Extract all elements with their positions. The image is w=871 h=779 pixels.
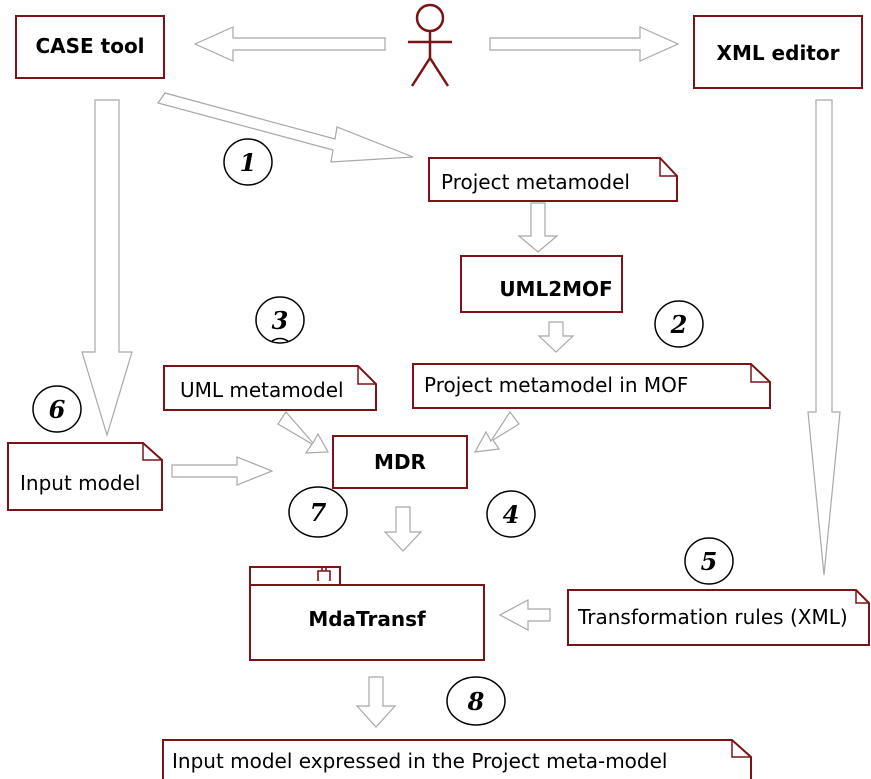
step-5-label: 5 — [701, 547, 718, 576]
uml2mof-box: UML2MOF — [460, 255, 623, 313]
actor-icon — [408, 3, 452, 87]
arrow-xml-editor-to-rules — [807, 99, 841, 576]
mdr-label: MDR — [374, 450, 426, 474]
project-metamodel-label: Project metamodel — [441, 170, 630, 194]
uml-metamodel-label: UML metamodel — [180, 378, 344, 402]
mdr-box: MDR — [332, 435, 468, 489]
step-8: 8 — [446, 676, 506, 726]
project-metamodel-mof-label: Project metamodel in MOF — [424, 373, 688, 397]
arrow-actor-to-xml-editor — [489, 26, 680, 62]
step-1: 1 — [223, 138, 273, 186]
project-metamodel-note: Project metamodel — [428, 157, 678, 202]
uml2mof-label: UML2MOF — [499, 277, 612, 301]
arrow-project-metamodel-to-uml2mof — [517, 202, 559, 253]
step-2-label: 2 — [670, 310, 688, 339]
arrow-case-tool-to-project-metamodel — [157, 92, 414, 163]
step-5: 5 — [684, 537, 734, 585]
transformation-rules-note: Transformation rules (XML) — [567, 589, 870, 646]
arrow-input-model-to-mdr — [171, 456, 274, 486]
xml-editor-box: XML editor — [693, 15, 863, 89]
arrow-mdatransf-to-output — [355, 676, 397, 728]
uml-metamodel-note: UML metamodel — [163, 365, 377, 411]
arrow-rules-to-mdatransf — [498, 598, 551, 632]
arrow-mof-to-mdr — [473, 410, 520, 453]
step-7-label: 7 — [310, 498, 327, 527]
arrow-case-tool-to-input-model — [81, 99, 133, 438]
mdatransf-label: MdaTransf — [308, 607, 426, 631]
step-4-label: 4 — [503, 500, 520, 529]
step-7: 7 — [288, 486, 348, 538]
output-label: Input model expressed in the Project met… — [172, 749, 667, 773]
input-model-label: Input model — [20, 471, 140, 495]
project-metamodel-mof-note: Project metamodel in MOF — [412, 363, 771, 409]
component-icon — [317, 567, 331, 581]
arrow-uml2mof-to-mof — [537, 321, 575, 353]
transformation-rules-label: Transformation rules (XML) — [577, 605, 848, 629]
xml-editor-label: XML editor — [717, 41, 840, 65]
arrow-mdr-to-mdatransf — [383, 506, 423, 552]
step-3-label: 3 — [272, 306, 289, 335]
mdatransf-component: MdaTransf — [249, 566, 485, 661]
case-tool-box: CASE tool — [15, 15, 165, 79]
case-tool-label: CASE tool — [35, 34, 144, 58]
step-1-label: 1 — [240, 148, 257, 177]
step-8-label: 8 — [467, 687, 485, 716]
arrow-actor-to-case-tool — [193, 26, 386, 62]
step-3: 3 — [255, 296, 305, 344]
step-6: 6 — [32, 385, 82, 433]
input-model-note: Input model — [7, 442, 163, 511]
step-2: 2 — [654, 300, 704, 348]
output-note: Input model expressed in the Project met… — [162, 739, 752, 779]
step-4: 4 — [486, 490, 536, 538]
step-6-label: 6 — [49, 395, 66, 424]
arrow-uml-metamodel-to-mdr — [277, 411, 329, 454]
